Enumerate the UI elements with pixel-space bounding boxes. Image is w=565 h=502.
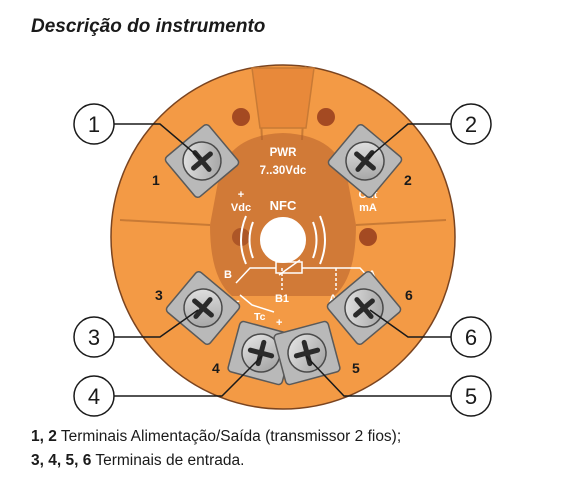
screw-hole-mid-right xyxy=(359,228,377,246)
terminal-number-6: 6 xyxy=(405,287,413,303)
legend-1-text: Terminais Alimentação/Saída (transmissor… xyxy=(56,428,402,445)
center-panel xyxy=(210,133,356,296)
tc-plus-label: + xyxy=(276,317,282,329)
vdc-label: Vdc xyxy=(231,202,251,214)
tc-label: Tc xyxy=(254,311,266,323)
tc-minus-label: - xyxy=(236,295,240,307)
legend-2-terminals: 3, 4, 5, 6 xyxy=(31,452,92,469)
screw-slot-6 xyxy=(353,297,375,319)
legend-line-1: 1, 2 Terminais Alimentação/Saída (transm… xyxy=(31,428,401,446)
terminal-5 xyxy=(273,320,341,386)
legend-line-2: 3, 4, 5, 6 Terminais de entrada. xyxy=(31,452,244,470)
terminal-blocks xyxy=(164,123,403,386)
callouts xyxy=(73,103,492,417)
terminal-3 xyxy=(165,270,241,346)
nfc-label: NFC xyxy=(270,198,297,213)
vdc-plus-label: + xyxy=(238,189,244,201)
screw-hole-top-left xyxy=(232,108,250,126)
terminal-number-1: 1 xyxy=(152,172,160,188)
terminal-number-4: 4 xyxy=(212,360,220,376)
nfc-antenna xyxy=(240,215,326,265)
callout-6: 6 xyxy=(465,325,477,350)
terminal-number-2: 2 xyxy=(404,172,412,188)
ma-label: mA xyxy=(359,202,377,214)
callout-4: 4 xyxy=(88,384,100,409)
callout-5: 5 xyxy=(465,384,477,409)
screw-hole-top-right xyxy=(317,108,335,126)
terminal-6 xyxy=(326,270,402,346)
legend-1-terminals: 1, 2 xyxy=(31,428,57,445)
terminal-number-5: 5 xyxy=(352,360,360,376)
screw-slot-3 xyxy=(192,297,214,319)
pwr-label: PWR xyxy=(270,147,298,159)
b1-label: B1 xyxy=(275,293,289,305)
callout-leaders xyxy=(114,123,451,397)
voltage-label: 7..30Vdc xyxy=(260,165,307,177)
callout-2: 2 xyxy=(465,112,477,137)
screw-slot-2 xyxy=(354,150,376,172)
callout-3: 3 xyxy=(88,325,100,350)
screw-slot-4 xyxy=(247,339,275,367)
legend-2-text: Terminais de entrada. xyxy=(91,452,245,469)
b-label: B xyxy=(224,269,232,281)
callout-1: 1 xyxy=(88,112,100,137)
diagram-title: Descrição do instrumento xyxy=(31,16,266,37)
instrument-diagram: PWR 7..30Vdc + Vdc NFC Out mA B A B1 A1 … xyxy=(73,64,492,417)
terminal-number-3: 3 xyxy=(155,287,163,303)
